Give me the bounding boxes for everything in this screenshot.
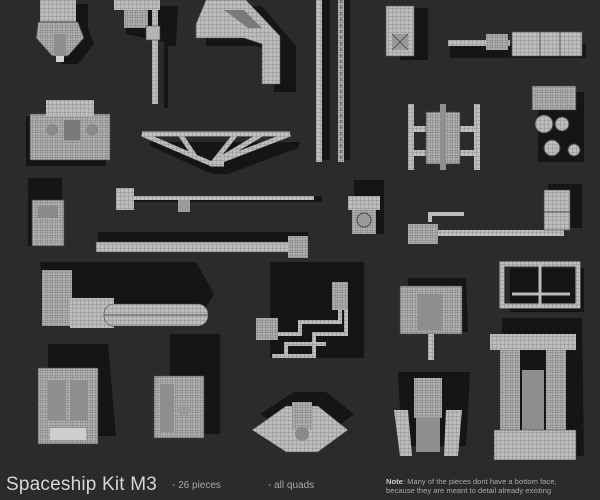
h-frame-rack — [408, 104, 480, 170]
cylinder-pipes — [40, 262, 214, 328]
note-line-1: Note: Many of the pieces dont have a bot… — [386, 477, 598, 486]
note-text: Note: Many of the pieces dont have a bot… — [386, 477, 598, 495]
engine-block-left — [26, 100, 111, 166]
long-rod — [116, 188, 322, 212]
note-line-2: because they are meant to detail already… — [386, 486, 552, 496]
top-right-panel-bar — [448, 31, 586, 58]
wing-turret — [251, 392, 354, 453]
top-left-module — [35, 0, 94, 64]
render-viewport — [26, 0, 586, 461]
top-crane-arm — [114, 0, 178, 108]
small-box-unit — [28, 178, 65, 247]
footer-bar — [0, 470, 600, 500]
claw-unit — [394, 372, 470, 456]
truss-frame — [141, 131, 300, 174]
topology-info: - all quads — [268, 480, 315, 491]
small-mount — [348, 180, 384, 234]
center-bracket-unit — [399, 278, 468, 360]
large-pylon — [490, 318, 584, 461]
cage-frame — [499, 261, 584, 312]
note-label: Note — [386, 477, 403, 486]
top-vertical-pole — [316, 0, 350, 162]
tower-block — [153, 334, 220, 439]
heavy-block-left — [37, 344, 116, 445]
product-title: Spaceship Kit M3 — [6, 474, 158, 495]
pipe-with-panel — [408, 184, 582, 244]
pieces-count: - 26 pieces — [172, 480, 221, 491]
machinery-block-right — [531, 85, 584, 162]
note-line-1-text: : Many of the pieces dont have a bottom … — [402, 477, 557, 486]
top-small-tower — [385, 5, 428, 60]
telescopic-beam — [95, 232, 308, 258]
top-angled-bracket — [195, 0, 296, 92]
pipe-maze — [256, 262, 364, 358]
